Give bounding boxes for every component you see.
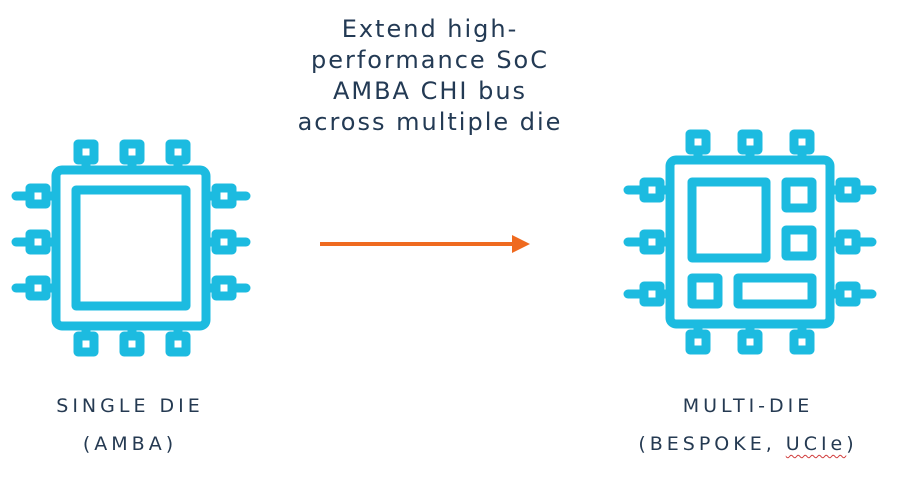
single-die-caption: SINGLE DIE (AMBA) [10, 387, 250, 463]
single-die-caption-line-2: (AMBA) [82, 433, 178, 455]
multi-die-caption-pre: (BESPOKE, [638, 433, 786, 455]
chip-body [665, 155, 835, 329]
left-pins [11, 183, 61, 301]
headline-line-1: Extend high- [341, 15, 519, 43]
die-small-bottom-left [687, 273, 723, 309]
right-arrow-icon [320, 235, 530, 253]
die-wide-bottom [733, 273, 817, 309]
multi-die-chip-icon [623, 129, 877, 355]
headline-line-4: across multiple die [297, 108, 563, 136]
multi-die-caption-line-2: (BESPOKE, UCIe) [598, 425, 898, 463]
single-die-chip-icon [11, 139, 251, 357]
left-pins [623, 177, 675, 307]
multi-die-caption-line-1: MULTI-DIE [682, 395, 814, 417]
headline-line-2: performance SoC [310, 46, 549, 74]
multi-die-caption: MULTI-DIE (BESPOKE, UCIe) [598, 387, 898, 463]
headline-line-3: AMBA CHI bus [332, 77, 528, 105]
headline: Extend high- performance SoC AMBA CHI bu… [250, 14, 610, 138]
single-die-caption-line-1: SINGLE DIE [56, 395, 204, 417]
die-small-mid [781, 225, 817, 261]
die-large [687, 177, 771, 263]
multi-die-caption-post: ) [846, 433, 858, 455]
ucie-text: UCIe [785, 433, 847, 455]
chip-body [51, 165, 211, 331]
right-pins [825, 177, 877, 307]
right-pins [201, 183, 251, 301]
top-pins [73, 139, 191, 175]
chip-core [71, 185, 191, 311]
die-small-top [781, 177, 817, 213]
bottom-pins [73, 321, 191, 357]
